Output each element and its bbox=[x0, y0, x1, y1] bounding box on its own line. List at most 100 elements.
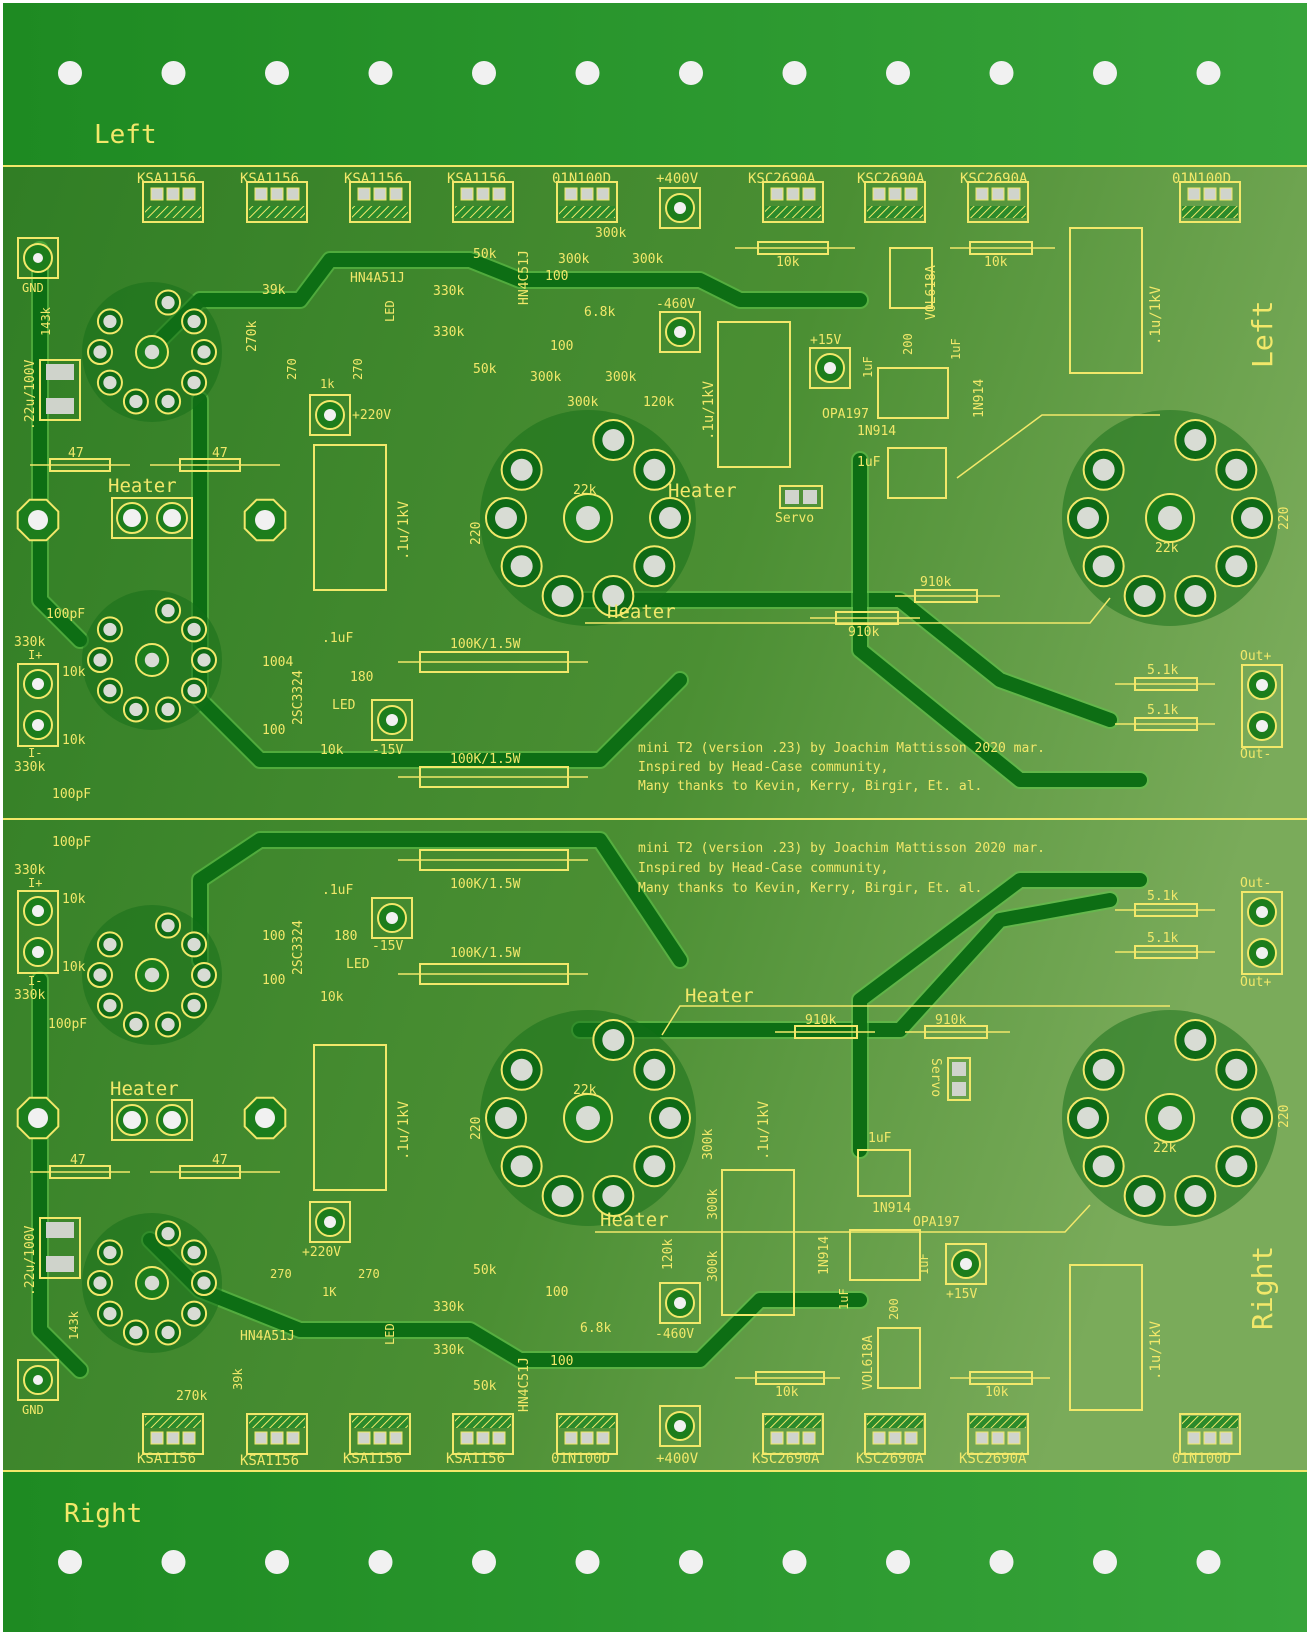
out-minus-label-b: Out- bbox=[1240, 876, 1271, 891]
credit-line-2: Inspired by Head-Case community, bbox=[638, 760, 888, 775]
side-label-left: Left bbox=[1246, 301, 1279, 368]
heater-label-3: Heater bbox=[607, 601, 676, 623]
header-pin bbox=[166, 1431, 180, 1445]
servo-label-b: Servo bbox=[928, 1058, 943, 1097]
r-50k-label-b2: 50k bbox=[473, 1379, 497, 1394]
header-pin bbox=[166, 187, 180, 201]
out-minus-label: Out- bbox=[1240, 747, 1271, 762]
mounting-hole bbox=[886, 1550, 910, 1574]
r-1004-label: 1004 bbox=[262, 655, 293, 670]
heater-label-b2: Heater bbox=[600, 1209, 669, 1231]
bottom-rail-label: Right bbox=[64, 1499, 142, 1529]
film-cap-label: .1u/1kV bbox=[396, 500, 412, 560]
cap-1u-label-b3: 1uF bbox=[917, 1253, 931, 1275]
r-39k-label: 39k bbox=[262, 283, 286, 298]
header-connector bbox=[349, 1413, 411, 1455]
film-cap-label-b: .1u/1kV bbox=[396, 1100, 412, 1160]
header-pin bbox=[904, 187, 918, 201]
left-channel: KSA1156 KSA1156 KSA1156 KSA1156 01N100D … bbox=[14, 171, 1292, 802]
r-330k-label-b: 330k bbox=[433, 1300, 464, 1315]
mounting-hole bbox=[472, 1550, 496, 1574]
header-connector bbox=[967, 181, 1029, 223]
v-15-label-b: +15V bbox=[946, 1287, 977, 1302]
tube-socket bbox=[82, 590, 222, 730]
header-pin bbox=[802, 1431, 816, 1445]
out-plus-label: Out+ bbox=[1240, 649, 1271, 664]
r-50k-label: 50k bbox=[473, 247, 497, 262]
led-label-b: LED bbox=[346, 957, 370, 972]
hv-220-label-b: +220V bbox=[302, 1245, 341, 1260]
r-270-label: 270 bbox=[285, 358, 299, 380]
heater-label-2: Heater bbox=[668, 480, 737, 502]
led-label-b2: LED bbox=[383, 1323, 397, 1345]
mounting-hole bbox=[161, 61, 186, 85]
r-51k-label-b: 5.1k bbox=[1147, 889, 1178, 904]
header-pin bbox=[991, 187, 1005, 201]
r-51k-label-b2: 5.1k bbox=[1147, 931, 1178, 946]
header-connector bbox=[246, 181, 308, 223]
r-143k-label-b: 143k bbox=[67, 1310, 81, 1340]
r-22k-label-b: 22k bbox=[573, 1083, 597, 1098]
header-pin bbox=[564, 187, 578, 201]
header-pin bbox=[1187, 1431, 1201, 1445]
r-10k-label: 10k bbox=[776, 255, 800, 270]
header-connector bbox=[142, 1413, 204, 1455]
r-220-label-b: 220 bbox=[469, 1117, 484, 1140]
cap-100p-label: 100pF bbox=[46, 607, 85, 622]
header-connector bbox=[556, 1413, 618, 1455]
header-pin bbox=[596, 187, 610, 201]
mounting-hole bbox=[575, 1550, 600, 1574]
header-pin bbox=[357, 1431, 371, 1445]
mounting-hole bbox=[989, 61, 1014, 85]
header-connector bbox=[142, 181, 204, 223]
mounting-hole bbox=[1093, 1550, 1117, 1574]
mounting-hole bbox=[1196, 1550, 1221, 1574]
header-connector bbox=[864, 1413, 926, 1455]
r-120k-label: 120k bbox=[643, 395, 674, 410]
header-pin bbox=[182, 187, 196, 201]
header-label: KSC2690A bbox=[857, 171, 925, 187]
mounting-hole bbox=[1196, 61, 1221, 85]
r-180-label: 180 bbox=[350, 670, 373, 685]
header-pin bbox=[150, 187, 164, 201]
r-200-label: 200 bbox=[901, 333, 915, 355]
r-220-label-b2: 220 bbox=[1277, 1105, 1292, 1128]
film-cap-label-3: .1u/1kV bbox=[1148, 285, 1164, 345]
header-connector bbox=[864, 181, 926, 223]
top-rail bbox=[3, 3, 1307, 165]
header-pin bbox=[802, 187, 816, 201]
mounting-hole bbox=[782, 1550, 807, 1574]
r-270-label-b: 270 bbox=[270, 1267, 292, 1281]
r-50k-label-2: 50k bbox=[473, 362, 497, 377]
in-minus-label: I- bbox=[28, 746, 42, 760]
tube-socket bbox=[1062, 410, 1278, 626]
hv-460-label-b: -460V bbox=[655, 1327, 694, 1342]
r-270k-label: 270k bbox=[245, 321, 260, 352]
r-300k-label-b2: 300k bbox=[706, 1189, 721, 1220]
header-pin bbox=[460, 187, 474, 201]
r-100-label-2: 100 bbox=[550, 339, 573, 354]
mounting-hole bbox=[679, 61, 703, 85]
reg-label-b: VOL618A bbox=[861, 1335, 876, 1390]
header-pin bbox=[580, 187, 594, 201]
cap-01u-label: .1uF bbox=[322, 631, 353, 646]
bottom-rail bbox=[3, 1472, 1307, 1632]
header-pin bbox=[389, 1431, 403, 1445]
r-47-label-b: 47 bbox=[70, 1153, 86, 1168]
r-10k-label-b: 10k bbox=[320, 990, 344, 1005]
credit-line-3: Many thanks to Kevin, Kerry, Birgir, Et.… bbox=[638, 779, 982, 794]
header-label-b: KSA1156 bbox=[137, 1451, 196, 1467]
header-connector bbox=[349, 181, 411, 223]
hv-460-label: -460V bbox=[656, 297, 695, 312]
r-180-label-b: 180 bbox=[334, 929, 357, 944]
header-label: 01N100D bbox=[1172, 171, 1231, 187]
header-pin bbox=[991, 1431, 1005, 1445]
r-100k-label: 100K/1.5W bbox=[450, 637, 521, 652]
mounting-hole bbox=[886, 61, 910, 85]
mounting-hole bbox=[368, 61, 393, 85]
heater-label: Heater bbox=[108, 475, 177, 497]
header-label-b: KSC2690A bbox=[752, 1451, 820, 1467]
header-pin bbox=[786, 1431, 800, 1445]
r-51k-label-2: 5.1k bbox=[1147, 703, 1178, 718]
header-label-b: KSA1156 bbox=[343, 1451, 402, 1467]
